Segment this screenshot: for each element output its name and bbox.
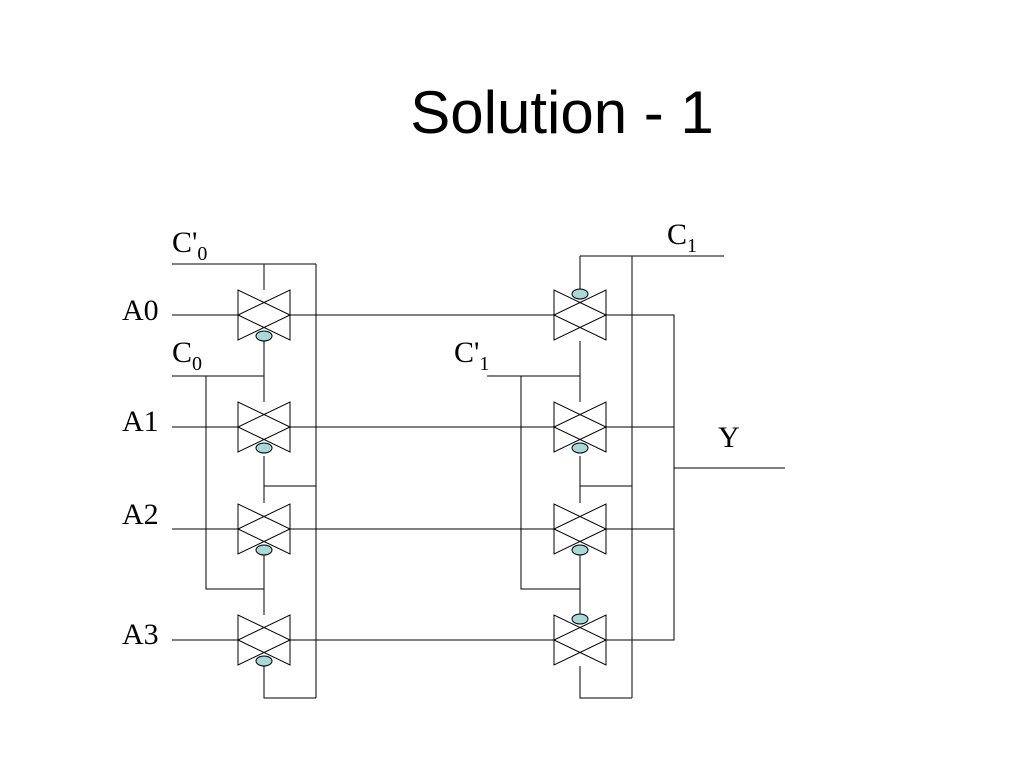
transmission-gates <box>236 288 608 667</box>
control-c0-bar-sub: 0 <box>197 243 207 265</box>
control-c1-bar-sub: 1 <box>479 353 489 375</box>
slide-title: Solution - 1 <box>410 79 714 146</box>
transmission-gate-row0-right <box>552 288 608 341</box>
control-c0-sub: 0 <box>192 353 202 375</box>
control-c0-bar-base: C' <box>172 226 197 259</box>
control-c1-base: C <box>667 218 687 251</box>
inversion-bubble <box>255 655 273 667</box>
transmission-gate-a1-left <box>236 401 292 454</box>
output-label-y: Y <box>718 421 740 454</box>
inversion-bubble <box>571 613 589 625</box>
transmission-gate-reverse-triangle <box>552 614 607 666</box>
control-label-c0-bar: C'0 <box>172 226 207 265</box>
transmission-gate-a2-left <box>236 503 292 556</box>
transmission-gate-a0-left <box>236 289 292 342</box>
input-label-a2: A2 <box>122 498 159 531</box>
inversion-bubble <box>571 442 589 454</box>
transmission-gate-reverse-triangle <box>236 401 291 453</box>
inversion-bubble <box>255 330 273 342</box>
right-gate-control-3-link <box>579 666 632 699</box>
transmission-gate-reverse-triangle <box>236 503 291 555</box>
transmission-gate-reverse-triangle <box>552 401 607 453</box>
inversion-bubble <box>255 442 273 454</box>
transmission-gate-reverse-triangle <box>552 289 607 341</box>
transmission-gate-row3-right <box>552 613 608 666</box>
control-label-c0: C0 <box>172 336 202 375</box>
inversion-bubble <box>571 544 589 556</box>
transmission-gate-reverse-triangle <box>236 289 291 341</box>
transmission-gate-reverse-triangle <box>552 503 607 555</box>
signal-labels: A0 A1 A2 A3 Y C'0 C0 C1 C'1 <box>122 218 740 651</box>
control-label-c1: C1 <box>667 218 697 257</box>
input-label-a1: A1 <box>122 405 159 438</box>
input-label-a3: A3 <box>122 618 159 651</box>
bus-c1-bar-left <box>520 376 580 590</box>
control-label-c1-bar: C'1 <box>454 336 489 375</box>
transmission-gate-reverse-triangle <box>236 614 291 666</box>
input-label-a0: A0 <box>122 294 159 327</box>
inversion-bubble <box>255 544 273 556</box>
control-c1-sub: 1 <box>687 235 697 257</box>
transmission-gate-row2-right <box>552 503 608 556</box>
transmission-gate-row1-right <box>552 401 608 454</box>
control-c1-bar-base: C' <box>454 336 479 369</box>
inversion-bubble <box>571 288 589 300</box>
output-bus-outer <box>606 314 675 641</box>
gate-control-a3-link <box>263 666 316 699</box>
bus-c0-left <box>205 376 264 590</box>
control-c0-base: C <box>172 336 192 369</box>
circuit-wires <box>172 255 785 699</box>
transmission-gate-a3-left <box>236 614 292 667</box>
